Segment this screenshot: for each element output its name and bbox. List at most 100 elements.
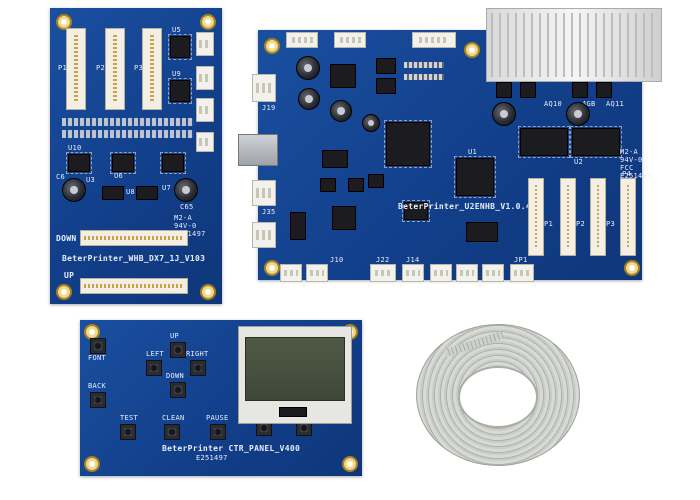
label-j22: J22 [376,256,390,264]
chip-u10 [66,152,92,174]
label-q11: AQ11 [606,100,625,108]
back-button[interactable] [90,392,106,408]
connector [196,66,214,90]
label-j35: J35 [262,208,276,216]
label-jp1: JP1 [514,256,528,264]
label-u1: U1 [468,148,478,156]
capacitor-c6 [62,178,86,202]
chip [368,174,384,188]
chip-u7 [160,152,186,174]
label-lot: E251497 [620,172,652,180]
label-j14: J14 [406,256,420,264]
smd-resistor-bank [404,74,444,80]
mount-hole-icon [342,456,358,472]
font-button[interactable] [90,338,106,354]
connector [306,264,328,282]
chip-u1 [454,156,496,198]
label-up: UP [64,271,75,280]
lcd-driver [279,407,307,417]
label-p2: P2 [96,64,106,72]
label-down: DOWN [56,234,77,243]
right-label: RIGHT [186,350,209,358]
label-u6: U6 [114,172,124,180]
clean-label: CLEAN [162,414,185,422]
panel-button[interactable] [296,420,312,436]
test-label: TEST [120,414,139,422]
label-j19: J19 [262,104,276,112]
inductor [330,100,352,122]
driver-chip-u2 [570,126,622,158]
label-cert: M2-A [620,148,639,156]
mosfet [572,82,588,98]
ffc-socket-p1 [66,28,86,110]
mount-hole-icon [84,456,100,472]
smd-resistor-bank [62,130,194,138]
chip [322,150,348,168]
smd-resistor-bank [62,118,194,126]
capacitor [492,102,516,126]
main-board-name: BeterPrinter_U2ENHB_V1.0.4 [398,202,532,211]
cable-coil-center [458,366,538,428]
connector-j22 [370,264,396,282]
chip-u8 [102,186,124,200]
connector [196,32,214,56]
mosfet [496,82,512,98]
connector [286,32,318,48]
control-panel-lot: E251497 [196,454,228,462]
capacitor-c65 [174,178,198,202]
mount-hole-icon [464,42,480,58]
label-rating: 94V-0 [174,222,197,230]
mount-hole-icon [264,38,280,54]
ffc-socket-p1 [528,178,544,256]
capacitor [566,102,590,126]
chip [402,200,430,222]
clean-button[interactable] [164,424,180,440]
ffc-socket-p4 [620,178,636,256]
label-rating: 94V-0 [620,156,643,164]
label-p3: P3 [134,64,144,72]
connector [196,98,214,122]
mount-hole-icon [264,260,280,276]
head-board: P1 P2 P3 U5 U9 U10 U6 U7 C6 U3 U8 C65 M2… [50,8,222,304]
left-button[interactable] [146,360,162,376]
up-label: UP [170,332,180,340]
connector [482,264,504,282]
test-button[interactable] [120,424,136,440]
label-u7: U7 [162,184,172,192]
head-board-name: BeterPrinter_WHB_DX7_1J_V103 [62,254,206,263]
cpu-chip [384,120,432,168]
ffc-socket-p2 [560,178,576,256]
back-label: BACK [88,382,107,390]
label-lot: E251497 [174,230,206,238]
chip [290,212,306,240]
label-cert: M2-A [174,214,193,222]
connector [196,132,214,152]
connector-j19 [252,74,276,102]
driver-chip [518,126,570,158]
voltage-regulator [330,64,356,88]
connector [430,264,452,282]
chip [348,178,364,192]
label-u3: U3 [86,176,96,184]
pause-button[interactable] [210,424,226,440]
left-label: LEFT [146,350,165,358]
mosfet [596,82,612,98]
ffc-socket-p2 [105,28,125,110]
right-button[interactable] [190,360,206,376]
label-p2: P2 [576,220,586,228]
flat-ribbon-cable-coil-icon [416,324,580,466]
lcd-module [238,326,352,424]
down-button[interactable] [170,382,186,398]
up-button[interactable] [170,342,186,358]
label-c6: C6 [56,173,66,181]
mount-hole-icon [200,14,216,30]
chip [332,206,356,230]
control-panel-name: BeterPrinter CTR_PANEL_V400 [162,444,301,453]
connector-jp1 [510,264,534,282]
connector [252,180,276,206]
main-board: J19 J35 U1 BeterPrinter_U2ENHB_V1.0.4 4G… [238,8,662,282]
chip [136,186,158,200]
usb-port-icon [238,134,278,166]
label-p1: P1 [544,220,554,228]
smd-resistor-bank [404,62,444,68]
